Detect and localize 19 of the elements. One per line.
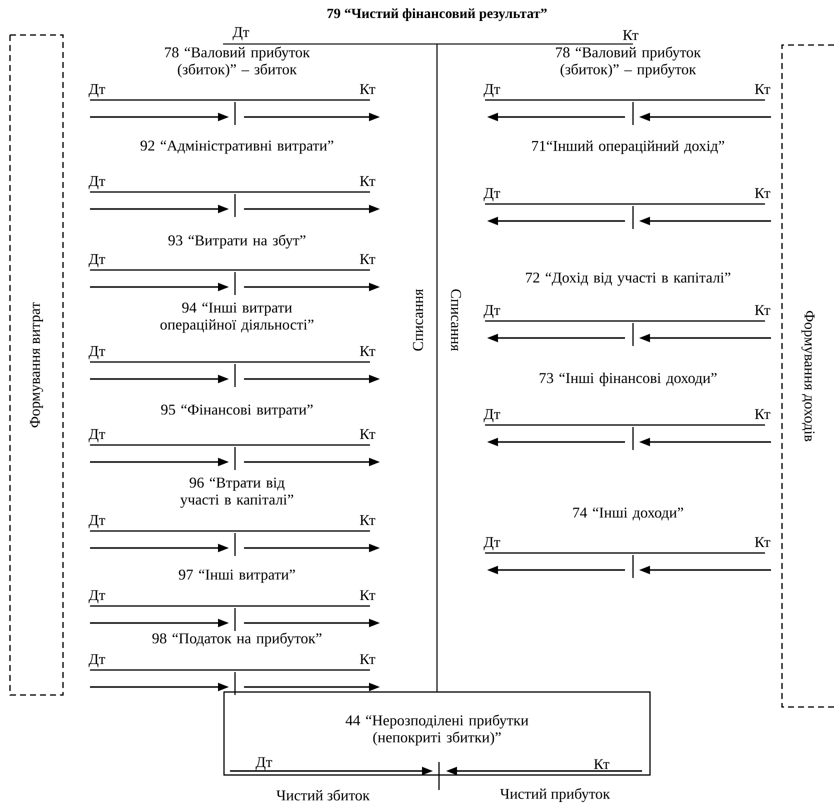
- t-account: 71“Інший операційний дохід” Дт Кт: [484, 140, 770, 229]
- t-account: 97 “Інші витрати” Дт Кт: [88, 570, 376, 631]
- t-account: 73 “Інші фінансові доходи” Дт Кт: [484, 372, 770, 450]
- t-account: 72 “Дохід від участі в капіталі” Дт Кт: [484, 272, 770, 346]
- t-account: 92 “Адміністративні витрати” Дт Кт: [88, 140, 376, 217]
- t-account: 78 “Валовий прибуток (збиток)” – збиток Дт Кт: [88, 46, 376, 125]
- t-account: 93 “Витрати на збут” Дт Кт: [88, 234, 376, 295]
- t-account: 78 “Валовий прибуток (збиток)” – прибуток Дт Кт: [484, 46, 770, 125]
- t-account: 95 “Фінансові витрати” Дт Кт: [88, 404, 376, 470]
- t-account: 96 “Втрати від участі в капіталі” Дт Кт: [88, 478, 376, 556]
- t-account: 79 “Чистий фінансовий результат” Дт Кт: [223, 8, 638, 45]
- label-text: Чистий збиток: [276, 790, 370, 800]
- dashed-frame: Формування доходів: [781, 44, 834, 708]
- dashed-frame: Формування витрат: [9, 34, 64, 696]
- connector-line: [436, 44, 438, 692]
- label-text: Списання: [412, 289, 424, 351]
- t-account: 74 “Інші доходи” Дт Кт: [484, 508, 770, 578]
- t-account: 94 “Інші витрати операційної діяльності” Дт Кт: [88, 302, 376, 387]
- label-text: Списання: [450, 289, 462, 351]
